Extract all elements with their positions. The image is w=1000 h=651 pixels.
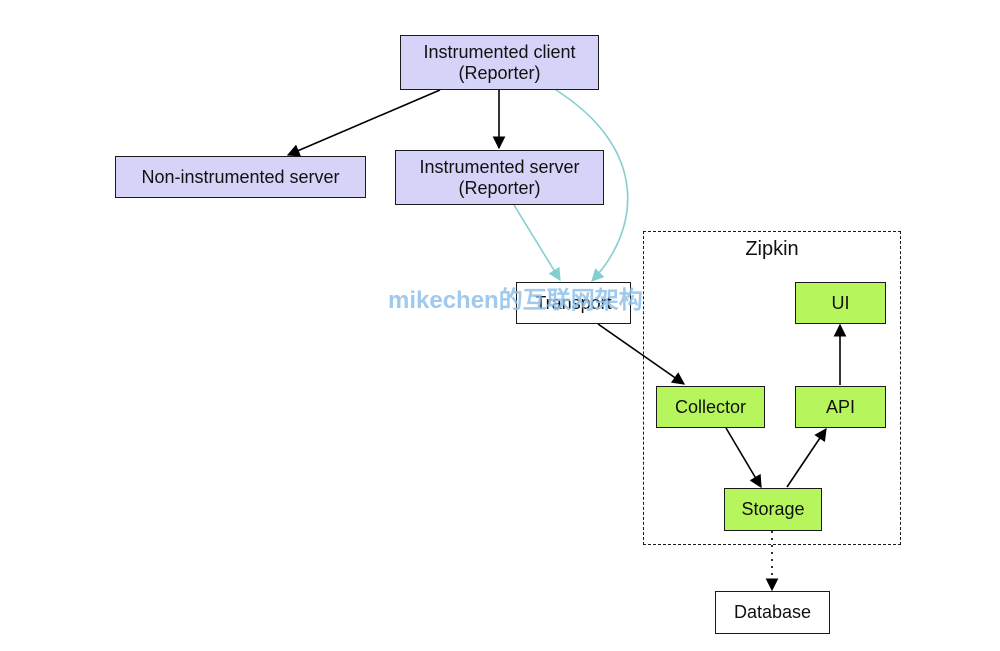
node-ui-label: UI [831, 292, 850, 313]
node-instrumented-server-line2: (Reporter) [458, 177, 541, 198]
edge-client-to-non-instrumented-server [286, 89, 441, 157]
node-database: Database [715, 591, 830, 634]
node-instrumented-client: Instrumented client (Reporter) [400, 35, 599, 90]
edge-collector-to-storage [725, 427, 762, 489]
node-database-label: Database [733, 602, 812, 622]
node-storage: Storage [724, 488, 822, 531]
edge-storage-to-api [786, 427, 827, 488]
node-non-instrumented-server: Non-instrumented server [115, 156, 366, 198]
node-transport-label: Transport [535, 292, 612, 313]
zipkin-group-frame [643, 231, 901, 545]
node-ui: UI [795, 282, 886, 324]
node-collector: Collector [656, 386, 765, 428]
node-api-label: API [825, 396, 855, 417]
node-instrumented-server: Instrumented server (Reporter) [395, 150, 604, 205]
edge-instrumented-server-to-transport [513, 204, 561, 282]
node-non-instrumented-server-label: Non-instrumented server [141, 166, 340, 187]
edge-transport-to-collector [597, 323, 686, 385]
node-storage-label: Storage [741, 499, 805, 519]
node-transport: Transport [516, 282, 631, 324]
node-instrumented-client-line2: (Reporter) [458, 62, 541, 83]
node-instrumented-server-line1: Instrumented server [419, 156, 580, 177]
edge-client-to-transport [555, 89, 629, 282]
node-collector-label: Collector [674, 396, 747, 417]
node-instrumented-client-line1: Instrumented client [423, 41, 576, 62]
zipkin-group-title: Zipkin [745, 238, 799, 260]
node-api: API [795, 386, 886, 428]
